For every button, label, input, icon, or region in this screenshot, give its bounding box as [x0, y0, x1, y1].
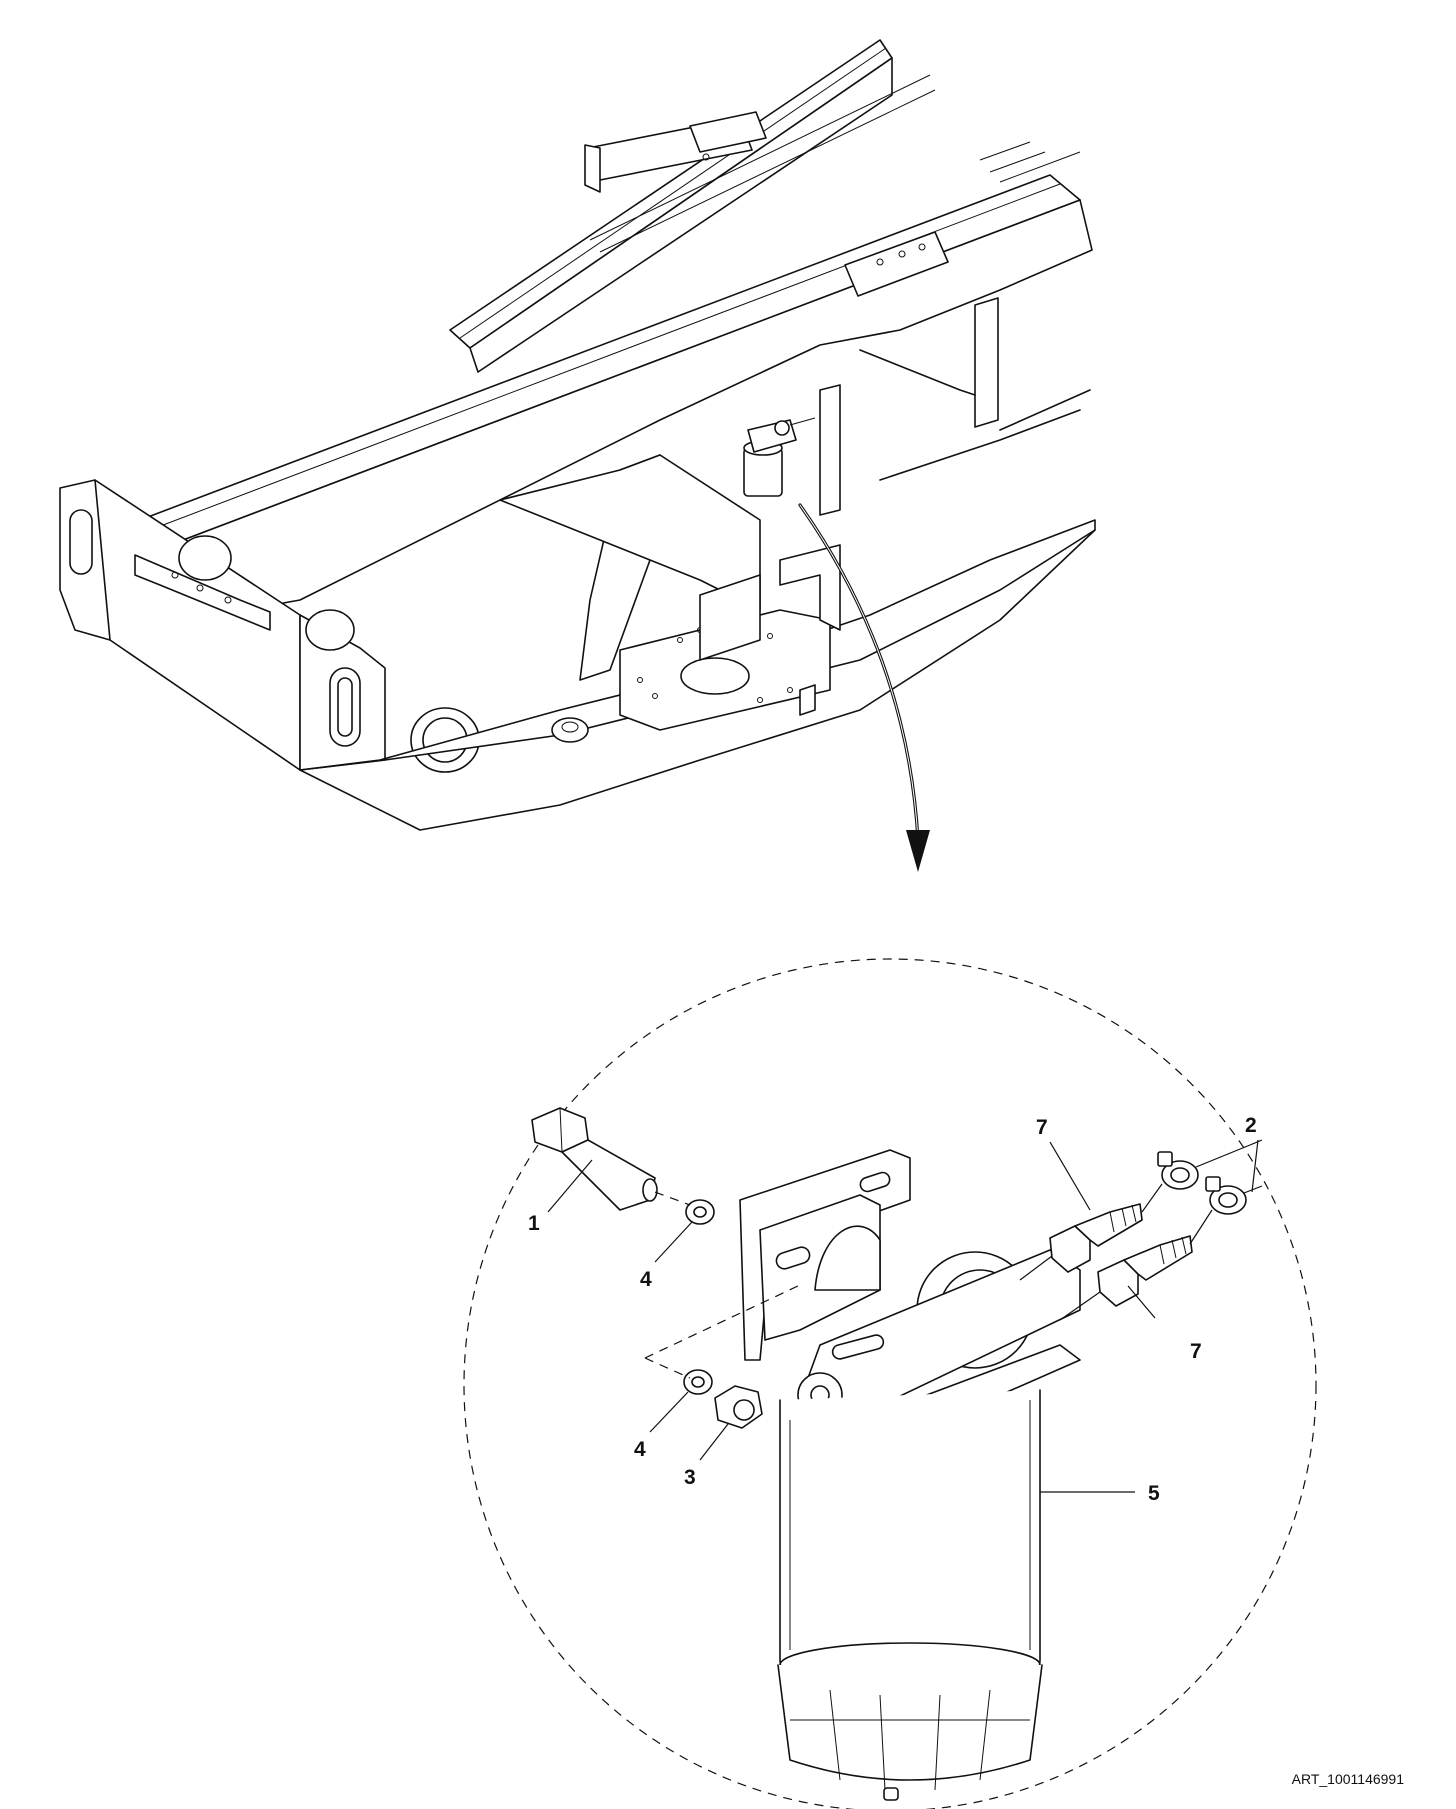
callout-5: 5 [1040, 1482, 1160, 1505]
svg-text:2: 2 [1245, 1114, 1257, 1137]
frame-round-hole [178, 535, 232, 581]
callout-2: 2 [1245, 1114, 1263, 1193]
art-reference-label: ART_1001146991 [1291, 1771, 1404, 1787]
callout-1: 1 [528, 1159, 593, 1235]
hose-clamp-part-2-upper [1157, 1151, 1199, 1190]
bumper-top-bracket [134, 554, 271, 631]
fitting-part-7-upper [1049, 1203, 1143, 1273]
svg-text:7: 7 [1036, 1116, 1048, 1139]
filter-bowl-part-5 [777, 1389, 1043, 1801]
bolt-part-1 [531, 1107, 658, 1211]
svg-text:5: 5 [1148, 1482, 1160, 1505]
callout-7-upper: 7 [1036, 1116, 1091, 1211]
callout-4-upper: 4 [640, 1221, 693, 1291]
right-hanger-bracket [974, 297, 999, 428]
u-bracket [699, 574, 761, 661]
fuel-filter-assembly-drawing [531, 1107, 1263, 1801]
frame-collar [551, 717, 589, 743]
fitting-part-7-lower [1097, 1235, 1193, 1307]
callout-group: 1 2 3 4 4 5 7 7 [528, 1114, 1263, 1505]
center-plate-hole [680, 657, 750, 695]
svg-text:7: 7 [1190, 1340, 1202, 1363]
callout-4-lower: 4 [634, 1391, 689, 1461]
nut-part-3 [714, 1385, 763, 1429]
frame-chassis-drawing [59, 39, 1096, 831]
svg-text:1: 1 [528, 1212, 540, 1235]
frame-fuel-filter [743, 417, 816, 497]
svg-text:4: 4 [634, 1438, 646, 1461]
detail-view-circle [463, 958, 1317, 1809]
svg-text:4: 4 [640, 1268, 652, 1291]
mid-bracket-plate [844, 231, 949, 297]
callout-7-lower: 7 [1127, 1285, 1202, 1363]
hose-clamp-part-2-lower [1205, 1176, 1247, 1215]
svg-text:3: 3 [684, 1466, 696, 1489]
upper-rail-side [469, 57, 893, 373]
callout-3: 3 [684, 1423, 729, 1489]
detail-arrow [798, 503, 930, 872]
filter-head-bracket [739, 1149, 911, 1361]
